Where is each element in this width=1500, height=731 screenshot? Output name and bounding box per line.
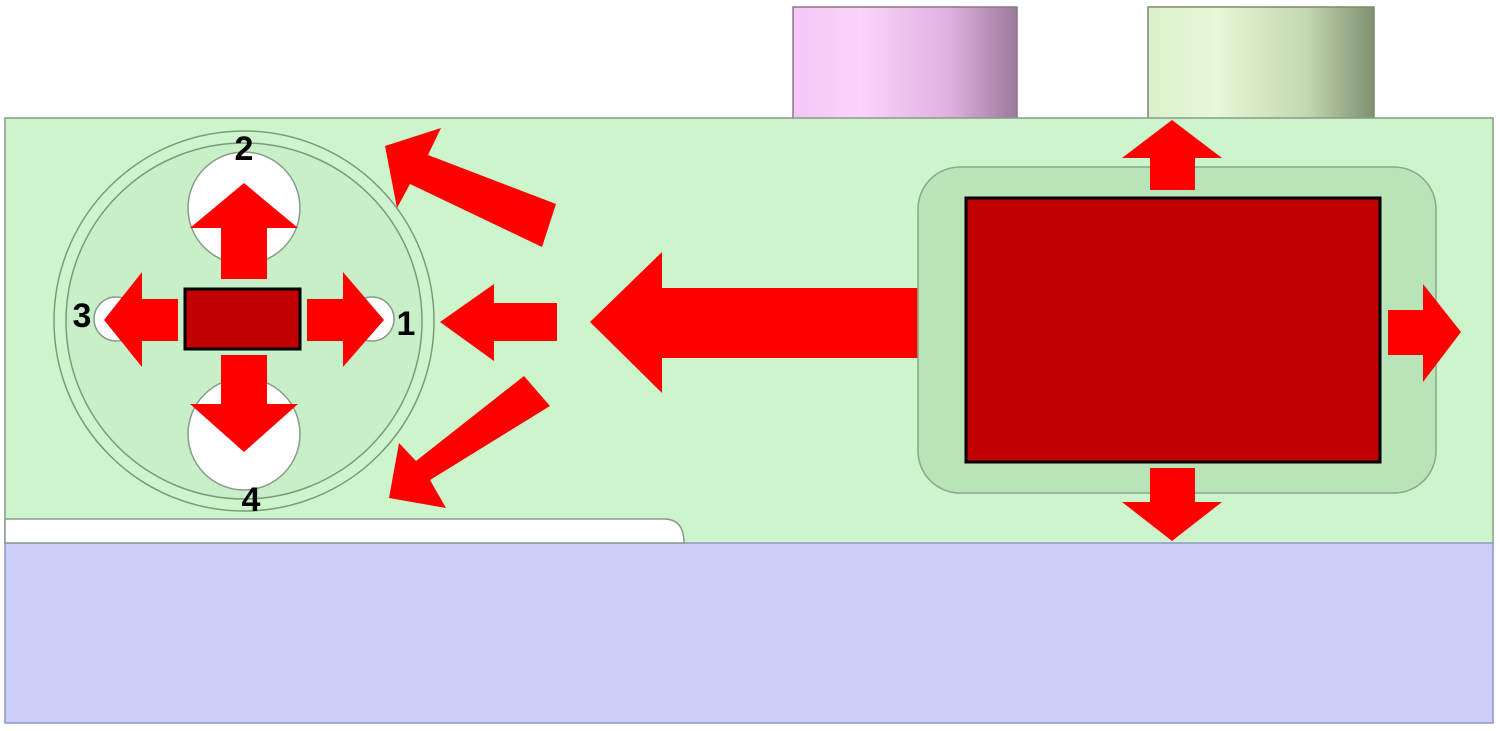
hole-label-1: 1 [397,305,416,343]
large-chip [964,196,1382,464]
arrow-large-up [1122,120,1222,190]
arrow-main-left [590,252,947,393]
small-chip [183,287,302,351]
cylinder-pink [792,6,1018,120]
arrow-large-right [1388,284,1461,382]
arrow-fan-lower [389,376,550,508]
arrow-chip-right [307,272,384,367]
arrow-chip-down [190,355,298,452]
slot-cutout [4,518,685,544]
arrow-fan-upper [385,128,556,247]
hole-label-2: 2 [235,130,254,168]
arrow-fan-middle [440,284,557,361]
arrow-large-down [1122,468,1222,541]
base-plate [4,542,1494,724]
hole-label-3: 3 [73,297,92,335]
arrow-chip-left [104,272,178,367]
arrow-chip-up [190,183,298,279]
cylinder-green [1147,6,1375,120]
hole-label-4: 4 [242,481,261,519]
